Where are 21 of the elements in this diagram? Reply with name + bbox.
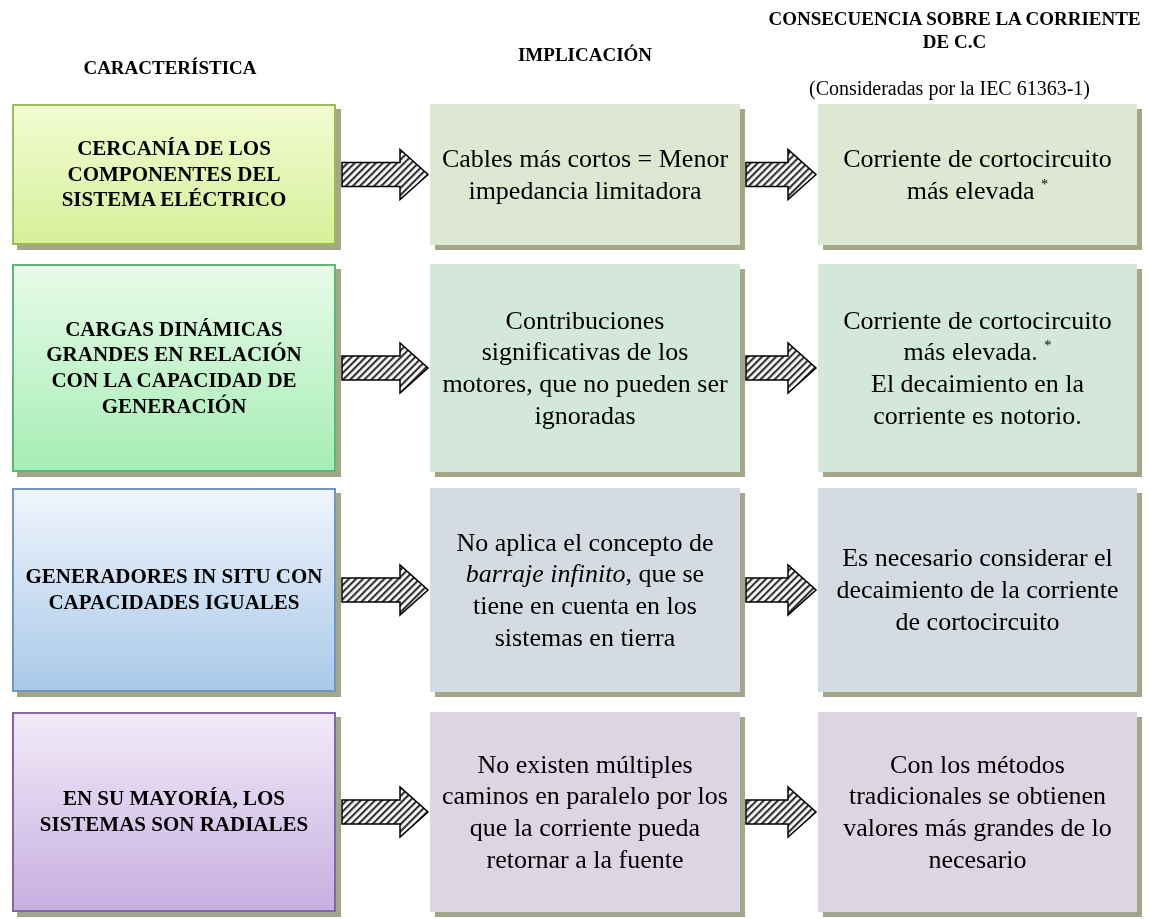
characteristic-text: CERCANÍA DE LOS COMPONENTES DEL SISTEMA ELÉCTRICO — [60, 136, 288, 213]
box-text: Contribuciones significativas de los motores, que no pueden ser ignoradas — [441, 304, 729, 432]
box-text: No aplica el concepto de barraje infinito, que se tiene en cuenta en los sistemas en tierra — [455, 526, 715, 654]
box-text: Corriente de cortocircuito más elevada $^{*}$ — [842, 142, 1113, 207]
characteristic-text: EN SU MAYORÍA, LOS SISTEMAS SON RADIALES — [38, 786, 310, 838]
block-arrow — [745, 147, 818, 202]
characteristic-text: CARGAS DINÁMICAS GRANDES EN RELACIÓN CON LA CAPACIDAD DE GENERACIÓN — [45, 316, 303, 420]
box-text: No existen múltiples caminos en paralelo por los que la corriente pueda retornar a la fuente — [441, 748, 729, 876]
box-text: Con los métodos tradicionales se obtienen valores más grandes de lo necesario — [842, 748, 1113, 876]
block-arrow — [745, 341, 818, 395]
header-note: (Consideradas por la IEC 61363-1) — [807, 76, 1091, 100]
characteristic-text: GENERADORES IN SITU CON CAPACIDADES IGUALES — [24, 564, 324, 616]
column-header: CARACTERÍSTICA — [82, 57, 258, 80]
block-arrow — [745, 785, 818, 839]
box-text: El decaimiento en la corriente es notorio. — [870, 368, 1085, 432]
column-header: CONSECUENCIA SOBRE LA CORRIENTE DE C.C — [767, 8, 1142, 54]
column-header: IMPLICACIÓN — [516, 44, 654, 67]
box-text: Corriente de cortocircuito más elevada. $^{*}$ — [842, 304, 1113, 368]
block-arrow — [745, 563, 818, 617]
box-text: Cables más cortos = Menor impedancia limitadora — [440, 142, 730, 207]
box-text: Es necesario considerar el decaimiento de la corriente de cortocircuito — [835, 542, 1120, 638]
